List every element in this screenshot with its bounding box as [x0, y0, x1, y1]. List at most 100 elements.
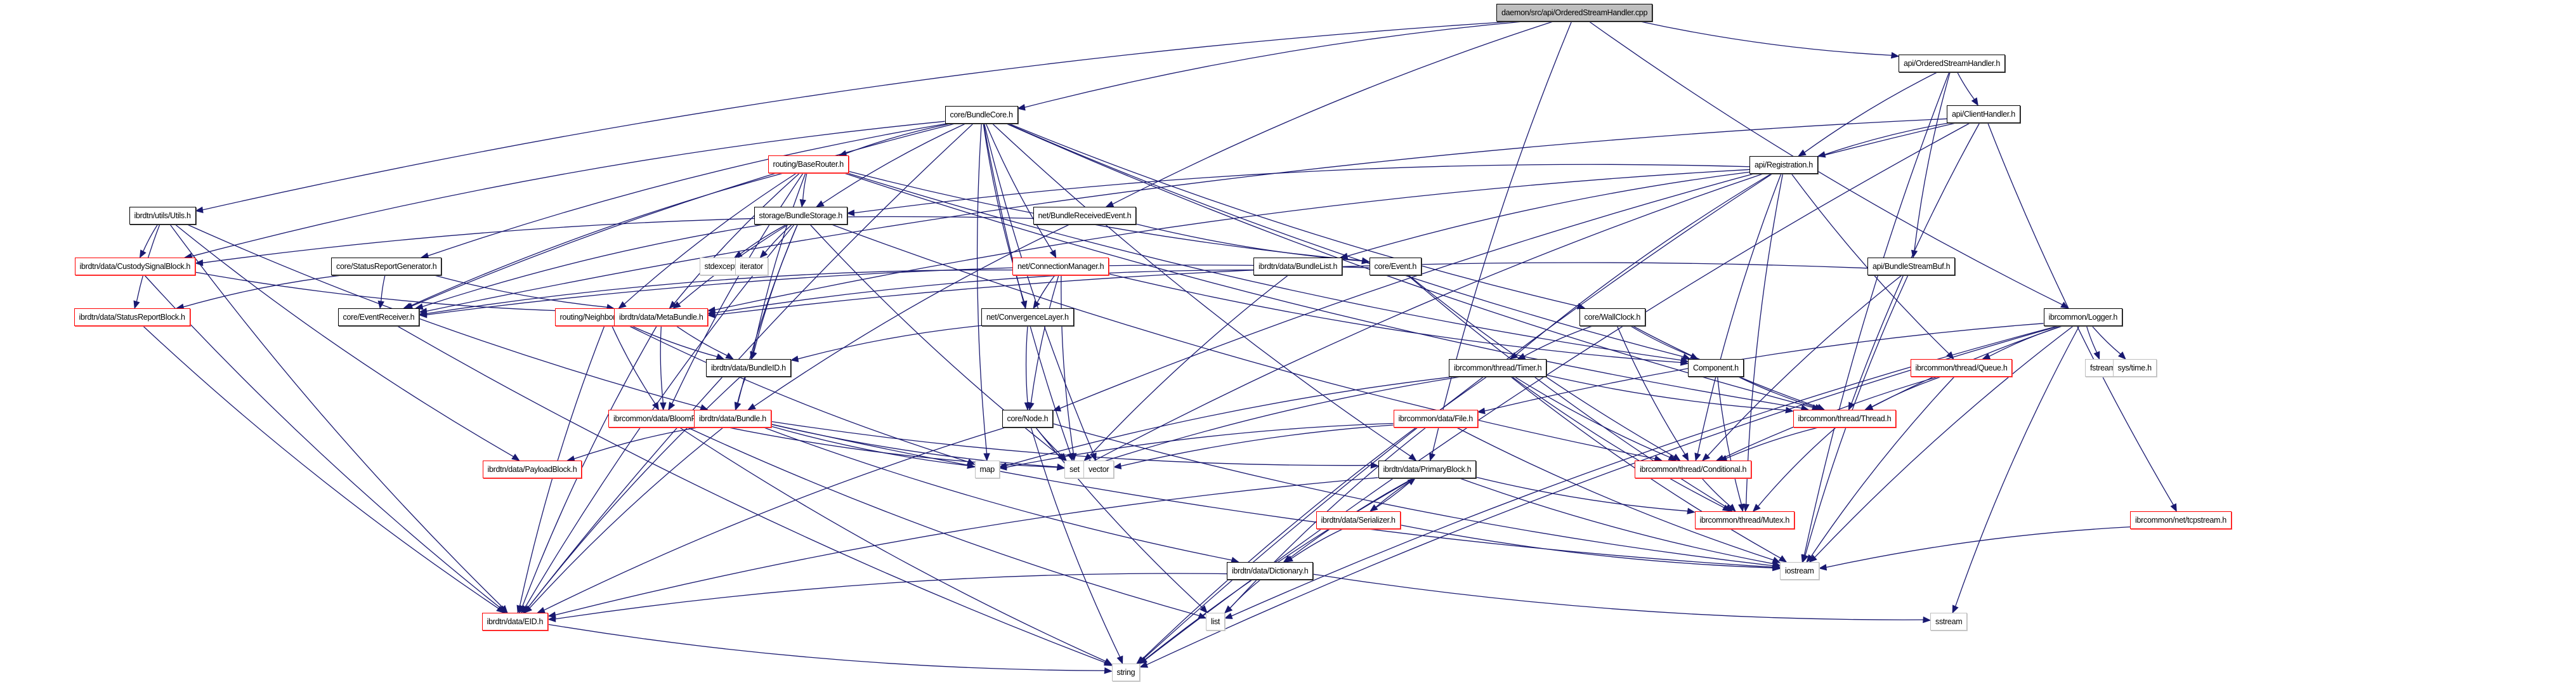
- edge-timer-to-mutex: [1512, 376, 1725, 508]
- node-clienthandler[interactable]: api/ClientHandler.h: [1947, 105, 2020, 123]
- arrowhead-icon: [846, 209, 855, 216]
- node-systime: sys/time.h: [2112, 359, 2157, 377]
- edge-bundlecore-to-component: [1007, 123, 1684, 358]
- edge-logger-to-sstream: [1955, 325, 2080, 607]
- edge-registration-to-conditional: [1697, 173, 1782, 454]
- node-mutex[interactable]: ibrcommon/thread/Mutex.h: [1694, 511, 1795, 529]
- edge-registration-to-set: [1090, 173, 1763, 463]
- edge-convlayer-to-node: [1025, 325, 1028, 403]
- node-bsb[interactable]: api/BundleStreamBuf.h: [1867, 258, 1956, 275]
- edge-clienthandler-to-registration: [1824, 122, 1949, 155]
- edge-logger-to-file: [1484, 323, 2044, 412]
- node-bre[interactable]: net/BundleReceivedEvent.h: [1033, 207, 1137, 225]
- node-connmgr[interactable]: net/ConnectionManager.h: [1012, 258, 1109, 275]
- node-payloadblock[interactable]: ibrdtn/data/PayloadBlock.h: [482, 461, 582, 478]
- node-logger[interactable]: ibrcommon/Logger.h: [2043, 308, 2123, 326]
- arrowhead-icon: [759, 250, 768, 258]
- edge-bundlestorage-to-bundleid: [753, 224, 798, 353]
- edge-timer-to-thread: [1546, 374, 1786, 411]
- arrowhead-icon: [133, 300, 140, 310]
- edge-clienthandler-to-eventreceiver: [426, 118, 1947, 312]
- node-wallclock[interactable]: core/WallClock.h: [1579, 308, 1646, 326]
- edge-timer-to-set: [1091, 376, 1461, 466]
- edge-srg-to-eventreceiver: [381, 275, 386, 302]
- arrowhead-icon: [1727, 504, 1736, 512]
- edge-queue-to-iostream: [1810, 376, 1955, 557]
- arrowhead-icon: [1361, 258, 1370, 265]
- arrowhead-icon: [1017, 103, 1026, 111]
- node-dictionary[interactable]: ibrdtn/data/Dictionary.h: [1227, 562, 1314, 580]
- node-event[interactable]: core/Event.h: [1369, 258, 1422, 275]
- node-file[interactable]: ibrcommon/data/File.h: [1393, 410, 1478, 428]
- arrowhead-icon: [669, 301, 677, 309]
- edge-serializer-to-iostream: [1400, 525, 1774, 568]
- node-eid[interactable]: ibrdtn/data/EID.h: [481, 613, 549, 631]
- node-eventreceiver[interactable]: core/EventReceiver.h: [337, 308, 420, 326]
- edge-node-to-list: [1035, 427, 1203, 608]
- node-conditional[interactable]: ibrcommon/thread/Conditional.h: [1635, 461, 1752, 478]
- node-bundlestorage[interactable]: storage/BundleStorage.h: [754, 207, 847, 225]
- edge-serializer-to-dictionary: [1291, 528, 1343, 559]
- node-root[interactable]: daemon/src/api/OrderedStreamHandler.cpp: [1496, 4, 1653, 22]
- arrowhead-icon: [1802, 554, 1809, 563]
- node-string: string: [1111, 664, 1141, 681]
- edge-bloomfilter-to-string: [679, 427, 1106, 662]
- node-baserouter[interactable]: routing/BaseRouter.h: [768, 155, 849, 173]
- node-bundleid[interactable]: ibrdtn/data/BundleID.h: [706, 359, 791, 377]
- node-map: map: [974, 461, 1000, 478]
- edge-connmgr-to-node: [1030, 275, 1059, 403]
- edge-file-to-vector: [1120, 424, 1394, 467]
- edge-connmgr-to-component: [1108, 273, 1682, 363]
- edge-bundlestorage-to-eventreceiver: [422, 224, 764, 308]
- node-utils[interactable]: ibrdtn/utils/Utils.h: [129, 207, 196, 225]
- arrowhead-icon: [1104, 667, 1113, 674]
- arrowhead-icon: [2117, 351, 2126, 360]
- node-csb[interactable]: ibrdtn/data/CustodySignalBlock.h: [74, 258, 196, 275]
- edge-bundlecore-to-map: [976, 123, 988, 454]
- node-osh[interactable]: api/OrderedStreamHandler.h: [1899, 55, 2006, 72]
- edge-bundle-to-payloadblock: [573, 427, 698, 459]
- arrowhead-icon: [419, 311, 428, 318]
- node-component[interactable]: Component.h: [1688, 359, 1744, 377]
- arrowhead-icon: [1477, 407, 1486, 414]
- edge-registration-to-bundlelist: [1347, 171, 1750, 257]
- arrowhead-icon: [1682, 353, 1691, 360]
- edge-serializer-to-primaryblock: [1370, 482, 1410, 512]
- edge-logger-to-systime: [2091, 325, 2121, 355]
- node-primaryblock[interactable]: ibrdtn/data/PrimaryBlock.h: [1378, 461, 1477, 478]
- edge-conditional-to-mutex: [1701, 478, 1731, 507]
- node-bundle[interactable]: ibrdtn/data/Bundle.h: [694, 410, 771, 428]
- arrowhead-icon: [1806, 554, 1814, 563]
- arrowhead-icon: [750, 351, 757, 360]
- node-bundlelist[interactable]: ibrdtn/data/BundleList.h: [1253, 258, 1343, 275]
- node-node[interactable]: core/Node.h: [1002, 410, 1054, 428]
- node-registration[interactable]: api/Registration.h: [1749, 156, 1818, 174]
- edge-tcpstream-to-iostream: [1826, 526, 2131, 568]
- node-thread[interactable]: ibrcommon/thread/Thread.h: [1793, 410, 1897, 428]
- node-timer[interactable]: ibrcommon/thread/Timer.h: [1449, 359, 1547, 377]
- arrowhead-icon: [1772, 564, 1781, 572]
- node-srg[interactable]: core/StatusReportGenerator.h: [331, 258, 442, 275]
- arrowhead-icon: [537, 606, 546, 613]
- edge-srg-to-srb: [183, 275, 342, 308]
- edge-bundle-to-eid: [529, 427, 724, 608]
- arrowhead-icon: [1024, 402, 1031, 411]
- arrowhead-icon: [1285, 555, 1293, 563]
- node-tcpstream[interactable]: ibrcommon/net/tcpstream.h: [2130, 511, 2232, 529]
- node-list: list: [1206, 613, 1226, 631]
- edge-osh-to-iostream: [1803, 72, 1950, 556]
- node-metabundle[interactable]: ibrdtn/data/MetaBundle.h: [614, 308, 709, 326]
- node-bundlecore[interactable]: core/BundleCore.h: [945, 106, 1018, 124]
- edge-thread-to-conditional: [1726, 427, 1819, 459]
- node-queue[interactable]: ibrcommon/thread/Queue.h: [1910, 359, 2013, 377]
- edge-bundlecore-to-bundlestorage: [822, 123, 966, 204]
- edge-root-to-osh: [1640, 21, 1892, 56]
- node-srb[interactable]: ibrdtn/data/StatusReportBlock.h: [74, 308, 190, 326]
- edge-utils-to-csb: [143, 224, 159, 252]
- arrowhead-icon: [2170, 503, 2177, 513]
- node-convlayer[interactable]: net/ConvergenceLayer.h: [981, 308, 1074, 326]
- arrowhead-icon: [1370, 462, 1379, 469]
- arrowhead-icon: [733, 251, 743, 258]
- node-serializer[interactable]: ibrdtn/data/Serializer.h: [1316, 511, 1401, 529]
- edge-osh-to-registration: [1804, 72, 1938, 153]
